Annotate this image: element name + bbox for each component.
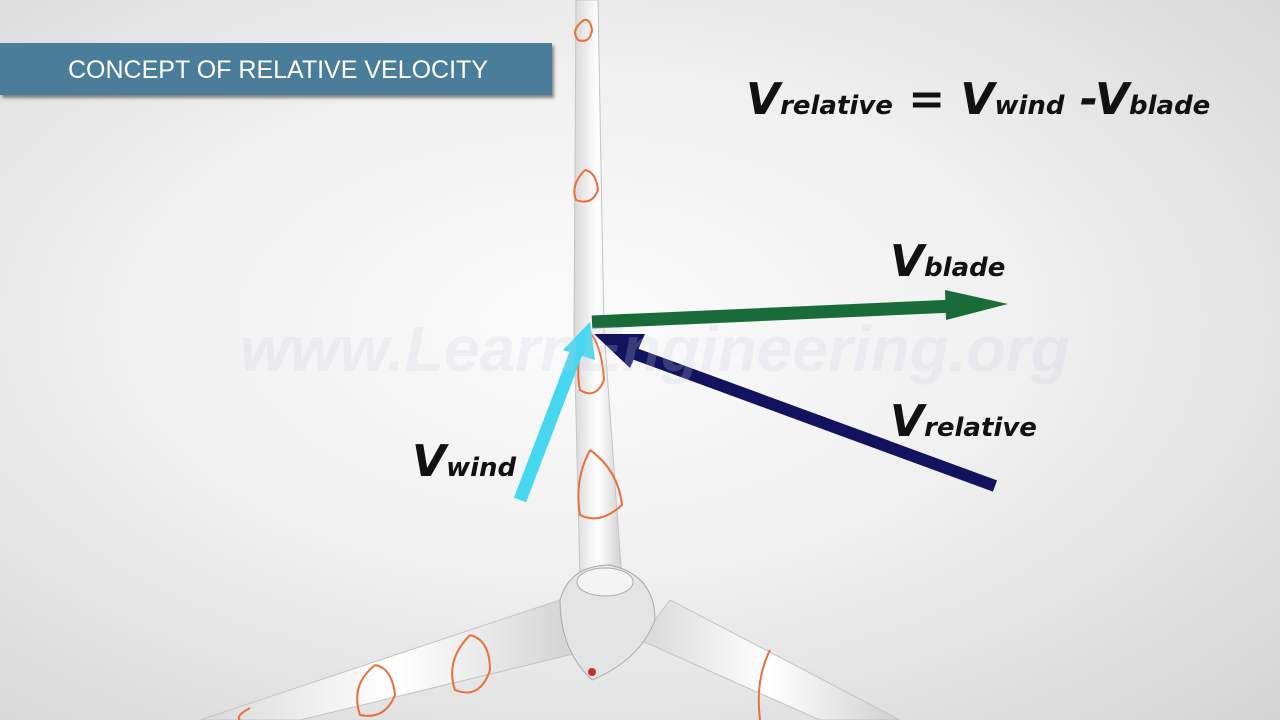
equation: Vrelative = Vwind -Vblade	[746, 74, 1210, 125]
label-sub: wind	[446, 453, 517, 483]
eq-equals: =	[892, 74, 961, 125]
eq-v: V	[960, 74, 995, 125]
v-relative-arrow	[594, 334, 998, 492]
turbine-blade-vertical	[573, 0, 623, 581]
label-v: V	[412, 436, 447, 487]
eq-sub-wind: wind	[994, 91, 1065, 121]
turbine-hub	[559, 564, 656, 681]
eq-v: V	[746, 74, 781, 125]
title-banner: CONCEPT OF RELATIVE VELOCITY	[0, 43, 552, 95]
label-sub: blade	[924, 253, 1006, 283]
v-wind-label: Vwind	[412, 436, 516, 487]
v-blade-arrow	[591, 290, 1008, 329]
eq-sub-relative: relative	[780, 91, 893, 121]
eq-v: V	[1094, 74, 1129, 125]
v-blade-label: Vblade	[890, 236, 1005, 287]
eq-sub-blade: blade	[1129, 91, 1211, 121]
label-sub: relative	[924, 413, 1037, 443]
title-text: CONCEPT OF RELATIVE VELOCITY	[68, 56, 488, 84]
turbine-blade-right	[639, 599, 901, 720]
watermark: www.LearnEngineering.org	[240, 313, 1070, 385]
label-v: V	[890, 236, 925, 287]
eq-minus: -	[1064, 74, 1095, 125]
label-v: V	[890, 396, 925, 447]
v-relative-label: Vrelative	[890, 396, 1037, 447]
v-wind-arrow	[513, 322, 595, 503]
turbine-blade-left	[199, 599, 591, 720]
